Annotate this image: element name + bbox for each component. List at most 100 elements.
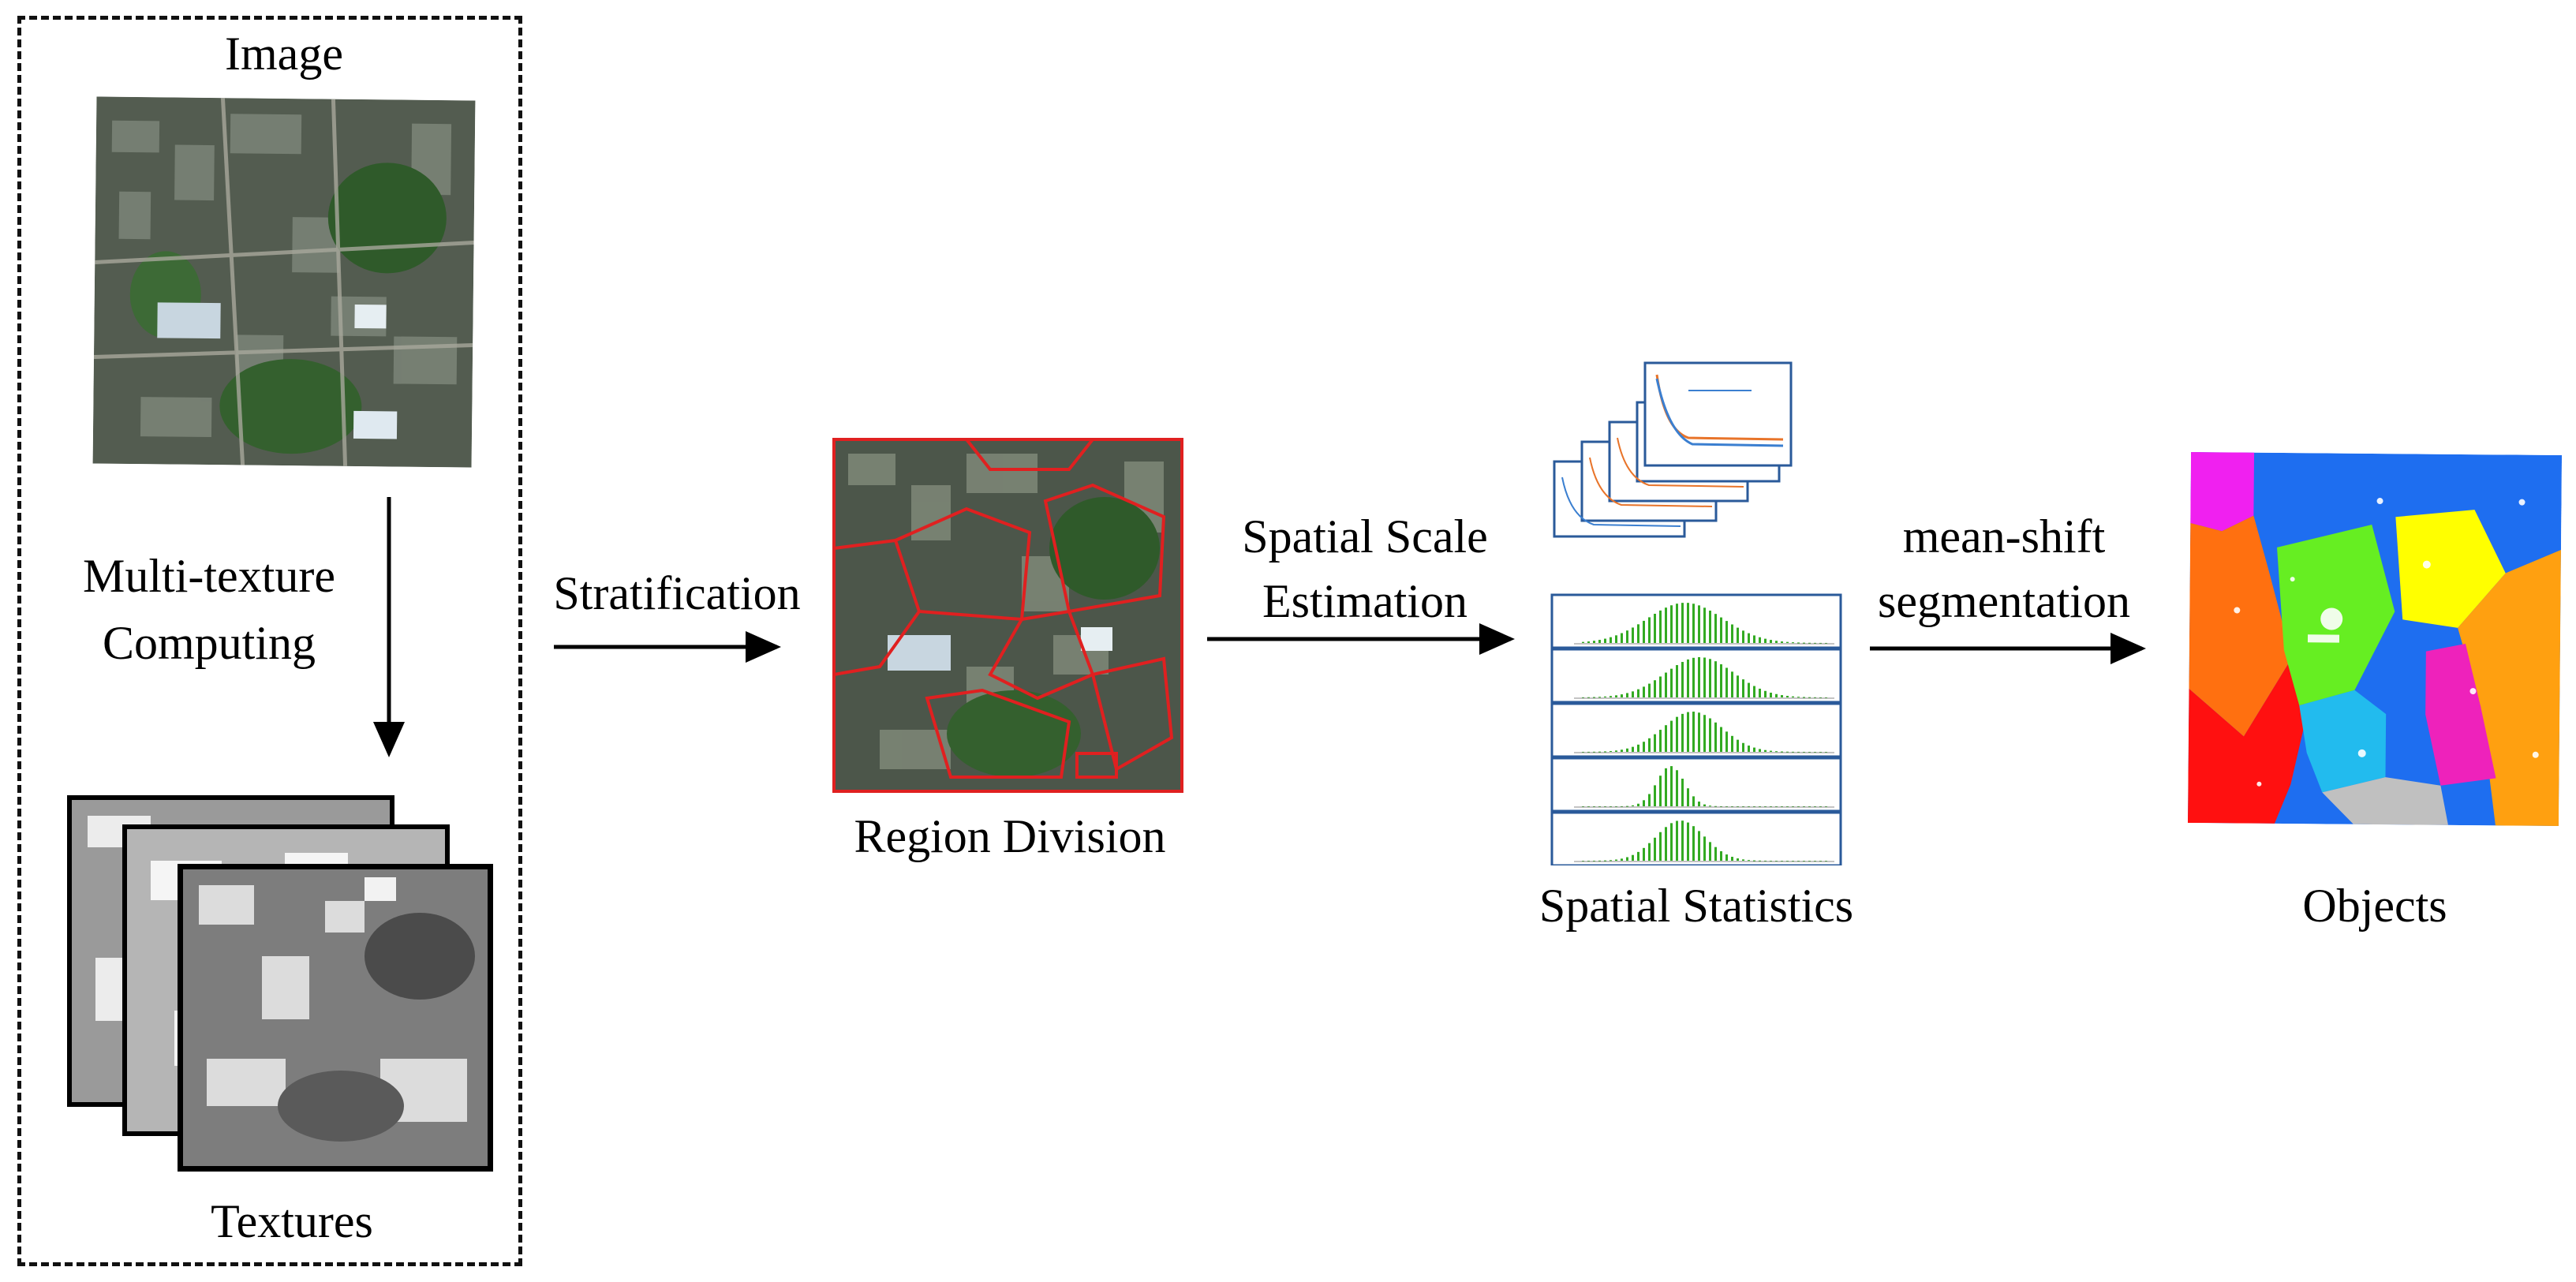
- textures-label: Textures: [211, 1195, 373, 1247]
- histogram-bar: [1786, 641, 1789, 643]
- histogram-bar: [1670, 766, 1673, 806]
- histogram-bar: [1759, 860, 1761, 862]
- histogram-bar: [1709, 805, 1711, 807]
- histogram-bar: [1687, 788, 1689, 806]
- histogram-bar: [1709, 659, 1711, 697]
- histogram-bar: [1598, 860, 1601, 862]
- histogram-bar: [1654, 613, 1656, 643]
- region-division-label: Region Division: [854, 810, 1166, 862]
- segmentation-result: [2187, 451, 2563, 827]
- spatial-statistics-label: Spatial Statistics: [1538, 880, 1854, 932]
- histogram-bar: [1615, 695, 1617, 697]
- histogram-bar: [1610, 750, 1612, 752]
- histogram-bar: [1626, 748, 1628, 752]
- histogram-bar: [1720, 850, 1722, 861]
- histogram-bar: [1582, 751, 1584, 753]
- histogram-bar: [1748, 682, 1750, 697]
- histogram-bar: [1709, 610, 1711, 643]
- histogram-bar: [1615, 805, 1617, 807]
- histogram-bar: [1725, 667, 1728, 697]
- histogram-bar: [1621, 694, 1623, 697]
- histogram-bar: [1665, 725, 1667, 752]
- histogram-bar: [1637, 624, 1639, 643]
- histogram-bar: [1703, 836, 1706, 861]
- histogram-bar: [1670, 605, 1673, 643]
- histogram-bar: [1764, 690, 1767, 697]
- region-division-image: [832, 438, 1183, 793]
- histogram-bar: [1714, 614, 1717, 643]
- histogram-bar: [1648, 843, 1651, 861]
- histogram-bar: [1681, 662, 1684, 697]
- image-label: Image: [225, 28, 343, 80]
- histogram-bar: [1797, 751, 1800, 753]
- histogram-bar: [1676, 604, 1678, 643]
- histogram-bar: [1803, 860, 1805, 862]
- histogram-bar: [1725, 805, 1728, 807]
- histogram-bar: [1659, 676, 1662, 697]
- histogram-bar: [1753, 860, 1755, 862]
- histogram-bar: [1819, 642, 1822, 644]
- histogram-bar: [1825, 642, 1827, 644]
- histogram-bar: [1692, 657, 1695, 697]
- histogram-bar: [1725, 731, 1728, 752]
- histogram-bar: [1797, 860, 1800, 862]
- histogram-bar: [1587, 697, 1590, 698]
- histogram-bar: [1775, 860, 1778, 862]
- histogram-bar: [1703, 715, 1706, 752]
- texture-layer-3: [178, 864, 493, 1172]
- histogram-bar: [1709, 718, 1711, 752]
- histogram-bar: [1659, 776, 1662, 806]
- histogram-bar: [1709, 842, 1711, 861]
- histogram-bar: [1676, 770, 1678, 806]
- histogram-bar: [1632, 854, 1634, 861]
- histogram-bar: [1604, 638, 1606, 643]
- histogram-bar: [1792, 860, 1794, 862]
- histogram-bar: [1648, 738, 1651, 752]
- histogram-bar: [1637, 851, 1639, 861]
- histogram-bar: [1825, 751, 1827, 753]
- histogram-bar: [1610, 637, 1612, 643]
- histogram-bar: [1775, 751, 1778, 753]
- histogram-bar: [1781, 860, 1783, 862]
- histogram-bar: [1792, 751, 1794, 753]
- histogram-bar: [1775, 693, 1778, 697]
- histogram-bar: [1587, 751, 1590, 753]
- histogram-bar: [1648, 617, 1651, 643]
- histogram-bar: [1703, 804, 1706, 806]
- histogram-bar: [1654, 680, 1656, 697]
- histogram-bar: [1692, 826, 1695, 861]
- histogram-bar: [1764, 860, 1767, 862]
- histogram-bar: [1637, 803, 1639, 806]
- histogram-panel: [1550, 702, 1842, 758]
- histogram-bar: [1610, 696, 1612, 697]
- mean-shift-label-line2: segmentation: [1878, 575, 2130, 627]
- histogram-bar: [1692, 712, 1695, 752]
- histogram-bar: [1593, 751, 1595, 753]
- histogram-bar: [1593, 641, 1595, 643]
- histogram-bar: [1654, 785, 1656, 806]
- histogram-panel: [1550, 593, 1842, 649]
- histogram-bar: [1687, 603, 1689, 643]
- histogram-bar: [1610, 860, 1612, 862]
- histogram-bar: [1742, 742, 1744, 752]
- spatial-scale-label-line2: Estimation: [1262, 575, 1467, 627]
- histogram-bar: [1770, 693, 1772, 697]
- histogram-bar: [1814, 642, 1816, 644]
- histogram-bar: [1632, 691, 1634, 697]
- histogram-bar: [1770, 750, 1772, 752]
- histogram-bar: [1615, 635, 1617, 643]
- histogram-panel: [1550, 811, 1842, 867]
- histogram-bar: [1737, 627, 1739, 643]
- histogram-bar: [1819, 697, 1822, 698]
- histogram-bar: [1665, 672, 1667, 697]
- histogram-bar: [1681, 713, 1684, 752]
- histogram-bar: [1648, 683, 1651, 697]
- histogram-bar: [1604, 860, 1606, 862]
- histogram-bar: [1737, 675, 1739, 697]
- histogram-bar: [1604, 805, 1606, 807]
- histogram-bar: [1781, 641, 1783, 643]
- histogram-bar: [1725, 621, 1728, 643]
- histogram-bar: [1781, 695, 1783, 697]
- histogram-bar: [1659, 730, 1662, 752]
- histogram-bar: [1632, 805, 1634, 806]
